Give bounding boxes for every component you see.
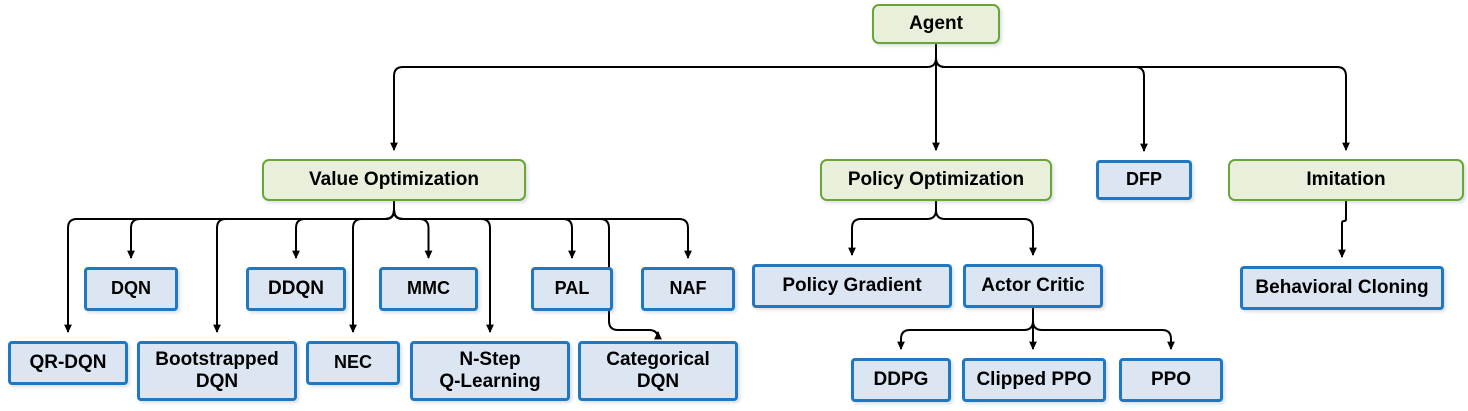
node-label-policy_gradient: Policy Gradient — [782, 274, 922, 296]
node-pal[interactable]: PAL — [531, 267, 613, 311]
node-label-pal: PAL — [554, 278, 590, 299]
node-label-value_opt: Value Optimization — [309, 168, 479, 190]
edge-agent-to-dfp — [935, 44, 1148, 152]
edge-value_opt-to-naf — [393, 201, 692, 259]
node-label-bootstrapped_dqn: Bootstrapped DQN — [155, 348, 279, 392]
node-label-nec: NEC — [333, 352, 372, 373]
node-policy_opt[interactable]: Policy Optimization — [820, 159, 1052, 201]
node-policy_gradient[interactable]: Policy Gradient — [752, 264, 952, 308]
edge-policy_opt-to-actor_critic — [935, 201, 1037, 256]
edge-actor_critic-to-ddpg — [897, 308, 1034, 350]
node-label-n_step_q: N-Step Q-Learning — [439, 348, 541, 392]
node-n_step_q[interactable]: N-Step Q-Learning — [410, 341, 570, 401]
node-label-mmc: MMC — [407, 278, 450, 299]
node-label-policy_opt: Policy Optimization — [847, 168, 1025, 190]
edge-agent-to-value_opt — [390, 44, 937, 151]
node-naf[interactable]: NAF — [641, 267, 735, 311]
node-value_opt[interactable]: Value Optimization — [262, 159, 526, 201]
node-label-dqn: DQN — [111, 278, 151, 299]
edge-value_opt-to-pal — [393, 201, 576, 259]
node-imitation[interactable]: Imitation — [1228, 159, 1464, 201]
edge-policy_opt-to-policy_gradient — [848, 201, 937, 256]
node-bootstrapped_dqn[interactable]: Bootstrapped DQN — [137, 341, 297, 401]
edge-value_opt-to-mmc — [393, 201, 433, 259]
edge-agent-to-imitation — [935, 44, 1350, 151]
edge-value_opt-to-ddqn — [292, 201, 395, 259]
edge-actor_critic-to-ppo — [1032, 308, 1175, 350]
node-agent[interactable]: Agent — [872, 4, 1000, 44]
node-mmc[interactable]: MMC — [379, 267, 478, 311]
node-label-imitation: Imitation — [1306, 168, 1386, 190]
node-label-behavioral_cloning: Behavioral Cloning — [1255, 276, 1429, 298]
edge-imitation-to-behavioral_cloning — [1338, 201, 1347, 258]
node-ppo[interactable]: PPO — [1119, 358, 1223, 402]
node-ddqn[interactable]: DDQN — [246, 267, 346, 311]
node-label-ppo: PPO — [1150, 368, 1192, 390]
node-qr_dqn[interactable]: QR-DQN — [8, 341, 128, 385]
node-label-qr_dqn: QR-DQN — [29, 351, 107, 373]
node-label-ddqn: DDQN — [268, 277, 324, 299]
node-behavioral_cloning[interactable]: Behavioral Cloning — [1240, 266, 1444, 310]
node-label-actor_critic: Actor Critic — [981, 274, 1085, 296]
node-dfp[interactable]: DFP — [1096, 160, 1192, 200]
node-label-categorical_dqn: Categorical DQN — [606, 348, 710, 392]
node-dqn[interactable]: DQN — [84, 267, 178, 311]
node-label-naf: NAF — [669, 278, 707, 299]
node-label-clipped_ppo: Clipped PPO — [976, 368, 1092, 390]
node-label-dfp: DFP — [1126, 169, 1162, 190]
node-label-agent: Agent — [909, 12, 963, 34]
node-label-ddpg: DDPG — [873, 368, 929, 390]
edge-value_opt-to-dqn — [127, 201, 395, 259]
node-categorical_dqn[interactable]: Categorical DQN — [578, 341, 738, 401]
node-ddpg[interactable]: DDPG — [851, 358, 951, 402]
node-nec[interactable]: NEC — [306, 341, 400, 385]
node-clipped_ppo[interactable]: Clipped PPO — [962, 358, 1106, 402]
node-actor_critic[interactable]: Actor Critic — [963, 264, 1103, 308]
